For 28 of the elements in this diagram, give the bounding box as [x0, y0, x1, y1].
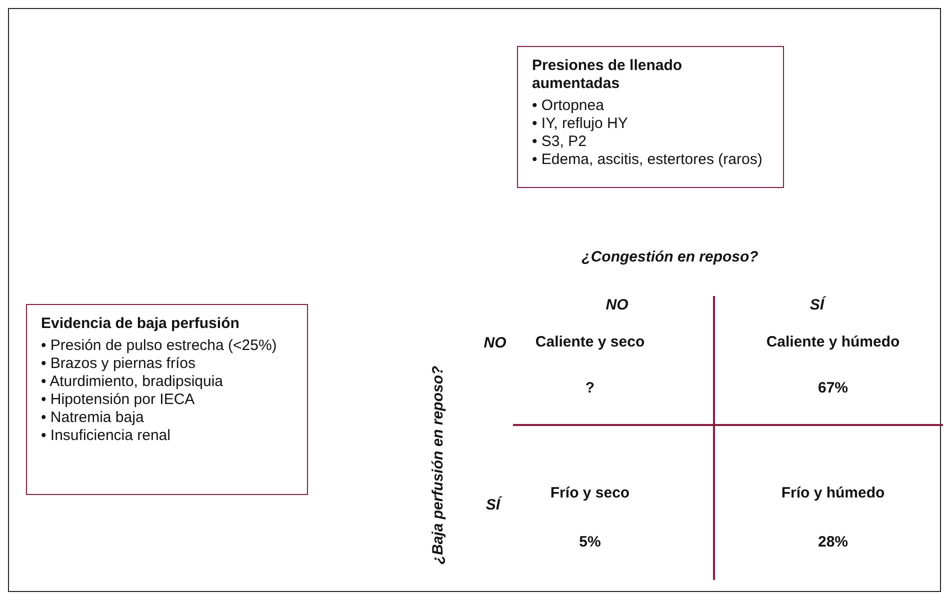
bullet-item: • Hipotensión por IECA: [41, 391, 196, 409]
column-header: NO: [606, 296, 628, 314]
axis-title: ¿Baja perfusión en reposo?: [430, 366, 446, 564]
quadrant-value: 67%: [818, 380, 848, 396]
bullet-item: • Presión de pulso estrecha (<25%): [41, 337, 278, 355]
column-header: SÍ: [810, 296, 824, 314]
box-heading: Evidencia de baja perfusión: [41, 315, 240, 333]
quadrant-value: 5%: [579, 534, 601, 550]
bullet-item: • Aturdimiento, bradipsiquia: [41, 373, 224, 391]
text-box: [517, 46, 784, 188]
text-box: [26, 304, 308, 495]
quadrant-title: Frío y seco: [550, 484, 630, 502]
bullet-item: • Ortopnea: [532, 97, 605, 115]
quadrant-title: Caliente y húmedo: [766, 334, 900, 350]
quadrant-value: ?: [585, 380, 595, 396]
bullet-item: • Natremia baja: [41, 409, 145, 427]
axis-title: ¿Congestión en reposo?: [582, 248, 758, 266]
bullet-item: • S3, P2: [532, 133, 588, 151]
box-heading: Presiones de llenado aumentadas: [532, 57, 684, 93]
bullet-item: • Insuficiencia renal: [41, 427, 172, 445]
row-header: SÍ: [486, 496, 500, 514]
quadrant-title: Frío y húmedo: [781, 484, 885, 502]
row-header: NO: [484, 334, 506, 352]
quadrant-value: 28%: [818, 534, 848, 550]
bullet-item: • Edema, ascitis, estertores (raros): [532, 151, 764, 169]
bullet-item: • IY, reflujo HY: [532, 115, 629, 133]
bullet-item: • Brazos y piernas fríos: [41, 355, 196, 373]
quadrant-title: Caliente y seco: [535, 334, 645, 350]
